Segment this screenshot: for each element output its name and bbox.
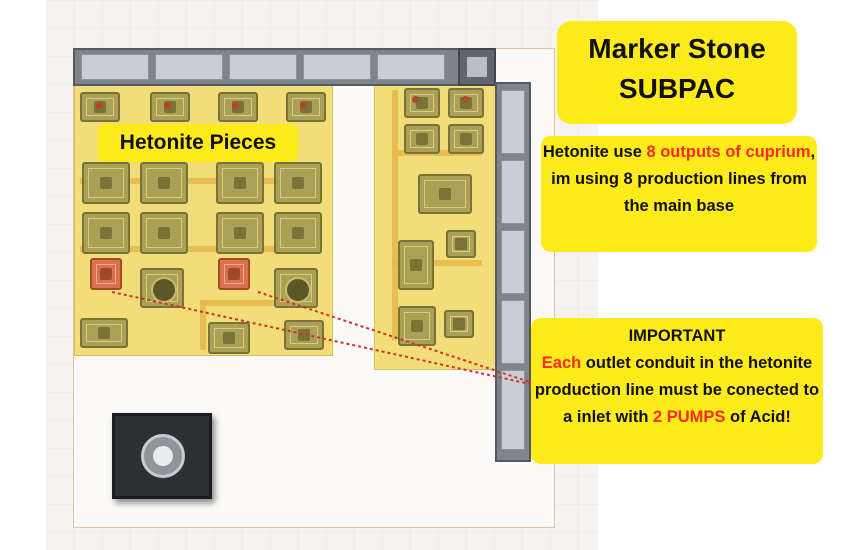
hetonite-pieces-label: Hetonite Pieces: [98, 124, 298, 162]
production-module[interactable]: [404, 124, 440, 154]
production-module[interactable]: [140, 162, 188, 204]
important-note: IMPORTANT Each outlet conduit in the het…: [531, 318, 823, 464]
production-module[interactable]: [284, 320, 324, 350]
important-text-1: outlet conduit in the hetonite productio…: [534, 354, 820, 426]
info-highlight: 8 outputs of cuprium: [646, 143, 811, 161]
title-box: Marker Stone SUBPAC: [557, 21, 797, 124]
refinery-module[interactable]: [140, 268, 184, 308]
conduit-belt-top: [73, 48, 493, 86]
conduit: [200, 300, 310, 306]
valve-dot: [164, 102, 171, 109]
marker-stone-icon: [141, 434, 185, 478]
important-body: Each outlet conduit in the hetonite prod…: [531, 350, 823, 431]
valve-dot: [232, 102, 239, 109]
hetonite-outlet-module[interactable]: [218, 258, 250, 290]
production-module[interactable]: [216, 162, 264, 204]
production-module[interactable]: [446, 230, 476, 258]
info-text-2: , im using 8 production lines from the m…: [551, 143, 816, 215]
production-module[interactable]: [448, 124, 484, 154]
production-module[interactable]: [82, 162, 130, 204]
valve-dot: [462, 96, 469, 103]
production-module[interactable]: [448, 88, 484, 118]
conduit-junction: [458, 48, 496, 86]
valve-dot: [412, 96, 419, 103]
important-text-2: of Acid!: [725, 408, 791, 426]
conduit: [392, 260, 482, 266]
production-module[interactable]: [404, 88, 440, 118]
production-module[interactable]: [398, 306, 436, 346]
production-module[interactable]: [418, 174, 472, 214]
production-module[interactable]: [444, 310, 474, 338]
valve-dot: [96, 102, 103, 109]
conduit-belt-right: [495, 82, 531, 462]
info-note: Hetonite use 8 outputs of cuprium, im us…: [541, 136, 817, 252]
production-module[interactable]: [80, 318, 128, 348]
production-module[interactable]: [82, 212, 130, 254]
valve-dot: [300, 102, 307, 109]
title-line2: SUBPAC: [618, 73, 736, 104]
marker-stone[interactable]: [112, 413, 212, 499]
production-module[interactable]: [274, 162, 322, 204]
conduit: [80, 246, 320, 252]
production-module[interactable]: [140, 212, 188, 254]
important-highlight-pumps: 2 PUMPS: [653, 408, 726, 426]
info-text-1: Hetonite use: [542, 143, 647, 161]
conduit: [392, 90, 398, 340]
refinery-module[interactable]: [274, 268, 318, 308]
hetonite-outlet-module[interactable]: [90, 258, 122, 290]
conduit: [80, 178, 320, 184]
important-highlight-each: Each: [541, 354, 582, 372]
title-line1: Marker Stone: [588, 33, 766, 64]
production-module[interactable]: [274, 212, 322, 254]
production-module[interactable]: [216, 212, 264, 254]
important-heading: IMPORTANT: [628, 327, 726, 345]
conduit: [200, 300, 206, 350]
production-module[interactable]: [208, 322, 250, 354]
production-module[interactable]: [398, 240, 434, 290]
